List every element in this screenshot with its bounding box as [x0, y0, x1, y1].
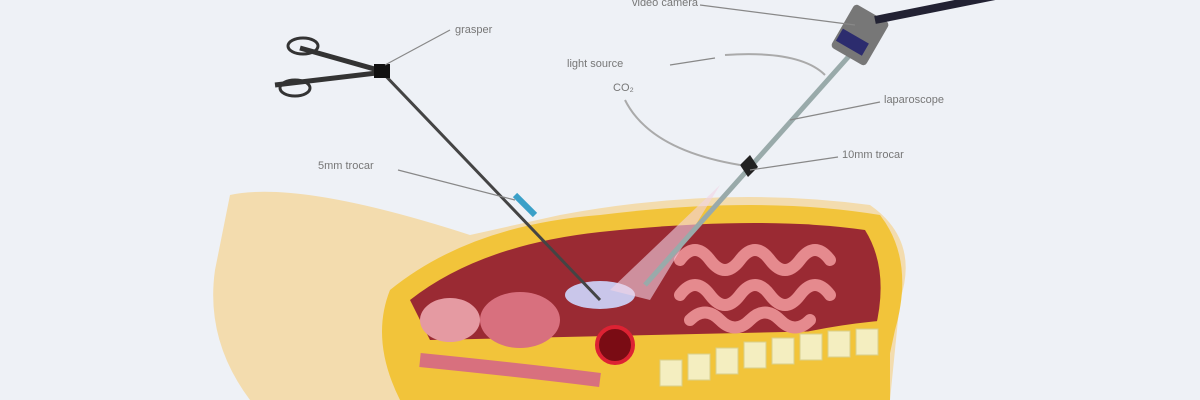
grasper-instrument: [274, 36, 602, 302]
intestines: [674, 244, 836, 334]
label-video-camera: video camera: [632, 0, 699, 9]
rectum: [419, 353, 601, 387]
label-laparoscope: laparoscope: [884, 94, 944, 106]
uterus: [480, 292, 560, 348]
label-10mm-trocar: 10mm trocar: [842, 149, 904, 161]
label-grasper: grasper: [455, 24, 493, 36]
trocar-5mm: [512, 192, 538, 218]
laparoscope-instrument: [624, 0, 996, 287]
label-light-source: light source: [567, 58, 624, 70]
spine: [640, 320, 890, 400]
leader-lines: [384, 4, 881, 201]
co2-tube: [624, 99, 741, 166]
bladder: [420, 298, 480, 342]
light-cable: [724, 53, 826, 76]
aorta: [595, 325, 635, 365]
label-5mm-trocar: 5mm trocar: [318, 160, 374, 172]
light-cone: [610, 185, 720, 300]
label-co2: CO₂: [613, 82, 634, 94]
